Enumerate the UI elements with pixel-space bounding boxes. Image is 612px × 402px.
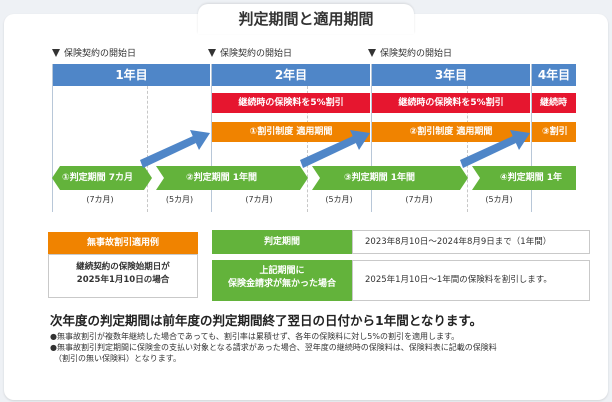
note-2: ●無事故割引判定期間に保険金の支払い対象となる請求があった場合、翌年度の継続時の… <box>50 343 497 352</box>
year-divider <box>52 64 53 212</box>
discount-bar-3: 継続時 <box>532 93 576 113</box>
start-marker-2: 保険契約の開始日 <box>208 46 292 59</box>
judge-period-arrow-1 <box>52 166 152 190</box>
judge-period-label-4: ④判定期間 1年 <box>500 173 563 183</box>
start-marker-3: 保険契約の開始日 <box>368 46 452 59</box>
discount-bar-2: 継続時の保険料を5%割引 <box>372 93 530 113</box>
notes: ●無事故割引が複数年継続した場合であっても、割引率は累積せず、各年の保険料に対し… <box>50 331 590 364</box>
example-label: 無事故割引適用例 <box>48 232 198 254</box>
judge-period-arrow-2 <box>156 166 308 190</box>
down-triangle-icon <box>368 49 376 57</box>
year-4-bar: 4年目 <box>532 64 576 86</box>
applied-period-bar-1: ①割引制度 適用期間 <box>212 122 370 142</box>
month-label: (5カ月) <box>325 195 353 204</box>
start-marker-1: 保険契約の開始日 <box>52 46 136 59</box>
applied-period-bar-2: ②割引制度 適用期間 <box>372 122 530 142</box>
judgement-period-value: 2023年8月10日～2024年8月9日まで（1年間） <box>352 230 590 254</box>
blue-arrow-icon <box>460 130 530 168</box>
example-case: 継続契約の保険始期日が 2025年1月10日の場合 <box>48 254 198 298</box>
down-triangle-icon <box>208 49 216 57</box>
month-label: (7カ月) <box>86 195 114 204</box>
page-title: 判定期間と適用期間 <box>198 4 414 34</box>
year-divider <box>531 64 532 212</box>
month-label: (5カ月) <box>485 195 513 204</box>
applied-period-bar-3: ③割引 <box>532 122 576 142</box>
note-3: （割引の無い保険料）となります。 <box>54 354 181 363</box>
year-2-bar: 2年目 <box>212 64 370 86</box>
year-divider <box>371 64 372 212</box>
year-divider <box>211 64 212 212</box>
judgement-period-key: 判定期間 <box>212 230 352 254</box>
discount-bar-1: 継続時の保険料を5%割引 <box>212 93 370 113</box>
month-divider <box>147 86 148 212</box>
judge-period-arrow-3 <box>312 166 468 190</box>
judge-period-label-1: ①判定期間 7カ月 <box>62 173 134 183</box>
judge-period-label-2: ②判定期間 1年間 <box>186 173 258 183</box>
year-1-bar: 1年目 <box>53 64 210 86</box>
summary-heading: 次年度の判定期間は前年度の判定期間終了翌日の日付から1年間となります。 <box>50 313 483 328</box>
no-claim-value: 2025年1月10日～1年間の保険料を割引します。 <box>352 260 590 301</box>
month-label: (7カ月) <box>405 195 433 204</box>
note-1: ●無事故割引が複数年継続した場合であっても、割引率は累積せず、各年の保険料に対し… <box>50 332 460 341</box>
judge-period-label-3: ③判定期間 1年間 <box>344 173 416 183</box>
blue-arrow-icon <box>300 130 370 168</box>
no-claim-key: 上記期間に 保険金請求が無かった場合 <box>212 260 352 301</box>
judge-period-arrow-4 <box>472 166 576 190</box>
month-divider <box>467 86 468 212</box>
blue-arrow-icon <box>140 130 210 168</box>
down-triangle-icon <box>52 49 60 57</box>
year-3-bar: 3年目 <box>372 64 530 86</box>
month-label: (5カ月) <box>165 195 194 204</box>
month-label: (7カ月) <box>245 195 273 204</box>
month-divider <box>307 86 308 212</box>
